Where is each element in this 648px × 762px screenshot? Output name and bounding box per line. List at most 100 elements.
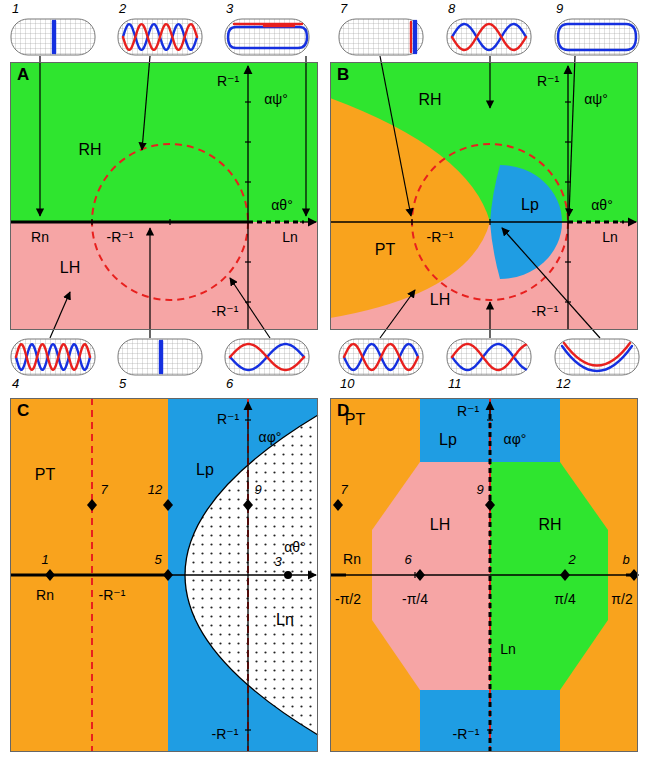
callout-number: 6	[226, 377, 233, 391]
filament-helix	[452, 344, 526, 370]
filament-helix	[230, 344, 304, 370]
callout-number: 9	[556, 2, 563, 16]
axis-label: -R⁻¹	[99, 588, 126, 603]
axis-label: Ln	[602, 230, 618, 245]
filament-thumbnail: 9	[554, 18, 640, 56]
axis-label: R⁻¹	[537, 74, 559, 89]
region-label: Lp	[439, 431, 457, 449]
rh-region	[10, 62, 318, 222]
region-label: PT	[35, 466, 55, 484]
callout-number: 10	[340, 377, 354, 391]
point-marker	[243, 499, 253, 511]
axis-tick	[565, 261, 571, 262]
region-label: LH	[430, 291, 450, 309]
filament-thumbnail: 6	[224, 338, 310, 376]
filament-thumbnail: 3	[224, 18, 310, 56]
cell-capsule	[11, 339, 95, 375]
pt-region	[330, 398, 638, 752]
filament-arc	[562, 346, 632, 371]
filament-line	[264, 25, 294, 27]
axis-tick	[487, 729, 493, 730]
region-label: Lp	[521, 196, 539, 214]
region-label: PT	[375, 241, 395, 259]
point-label: 3	[274, 555, 281, 569]
region-label: Lp	[196, 461, 214, 479]
callout-number: 3	[226, 2, 233, 16]
filament-thumbnail: 10	[338, 338, 424, 376]
leader-arrow	[142, 56, 150, 150]
axis-label: αψ°	[264, 92, 288, 107]
point-label: 9	[476, 483, 483, 497]
axis-line	[300, 221, 316, 222]
point-marker	[163, 569, 173, 581]
axis-label: αθ°	[271, 198, 292, 213]
rh-region	[490, 462, 608, 690]
point-label: 2	[568, 553, 575, 567]
point-marker	[163, 499, 173, 511]
axis-label: -R⁻¹	[212, 304, 239, 319]
axis-tick	[245, 141, 251, 142]
point-marker	[560, 569, 570, 581]
cell-capsule	[339, 339, 423, 375]
rn-axis	[330, 574, 346, 577]
point-label: b	[622, 553, 629, 567]
cell-capsule	[118, 19, 202, 55]
axis-line	[620, 221, 636, 222]
panel-letter: A	[17, 66, 29, 84]
filament-thumbnail: 12	[554, 338, 640, 376]
axis-label: αφ°	[504, 432, 527, 447]
pt-region	[10, 398, 168, 752]
leader-arrow	[39, 56, 40, 216]
panel-letter: B	[337, 66, 349, 84]
axis-label: R⁻¹	[217, 74, 239, 89]
capsule-drawing	[338, 338, 424, 376]
region-label: LH	[430, 516, 450, 534]
callout-number: 12	[556, 377, 570, 391]
point-marker	[415, 569, 425, 581]
capsule-drawing	[446, 18, 532, 56]
filament-helix	[230, 344, 304, 370]
axis-tick	[565, 101, 571, 102]
cell-capsule	[447, 339, 531, 375]
axis-tick	[565, 141, 571, 142]
point-label: 12	[148, 483, 162, 497]
point-marker	[87, 499, 97, 511]
axis-label: -π/4	[402, 592, 428, 607]
axis-tick	[91, 219, 92, 225]
axis-label: αθ°	[284, 540, 305, 555]
leader-arrow	[305, 56, 306, 216]
axis-label: π/4	[554, 592, 575, 607]
region-label: Ln	[276, 611, 294, 629]
axis-label: -R⁻¹	[107, 230, 134, 245]
axis-label: Rn	[343, 552, 361, 567]
filament-loop	[558, 24, 636, 50]
figure-panel: D	[330, 398, 638, 752]
axis-label: Rn	[36, 588, 54, 603]
filament-helix	[16, 344, 90, 370]
axis-tick	[245, 101, 251, 102]
capsule-drawing	[554, 338, 640, 376]
region-label: RH	[418, 91, 441, 109]
axis-tick	[245, 181, 251, 182]
axis-label: αψ°	[584, 92, 608, 107]
axis-line	[567, 66, 568, 330]
filament-helix	[123, 24, 197, 50]
cell-capsule	[555, 339, 639, 375]
filament-helix	[452, 24, 526, 50]
callout-number: 7	[340, 2, 347, 16]
point-marker	[485, 499, 495, 511]
axis-label: Ln	[500, 642, 516, 657]
point-label: 7	[340, 483, 347, 497]
filament-thumbnail: 7	[338, 18, 424, 56]
axis-tick	[245, 419, 251, 420]
axis-tick	[411, 219, 412, 225]
axis-label: Ln	[282, 230, 298, 245]
point-label: 6	[404, 553, 411, 567]
axis-label: αφ°	[259, 430, 282, 445]
axis-label: π/2	[611, 592, 632, 607]
lh-region	[372, 462, 490, 690]
filament-helix	[452, 344, 526, 370]
filament-loop	[228, 27, 307, 48]
region-label: LH	[60, 259, 80, 277]
callout-number: 4	[12, 377, 19, 391]
